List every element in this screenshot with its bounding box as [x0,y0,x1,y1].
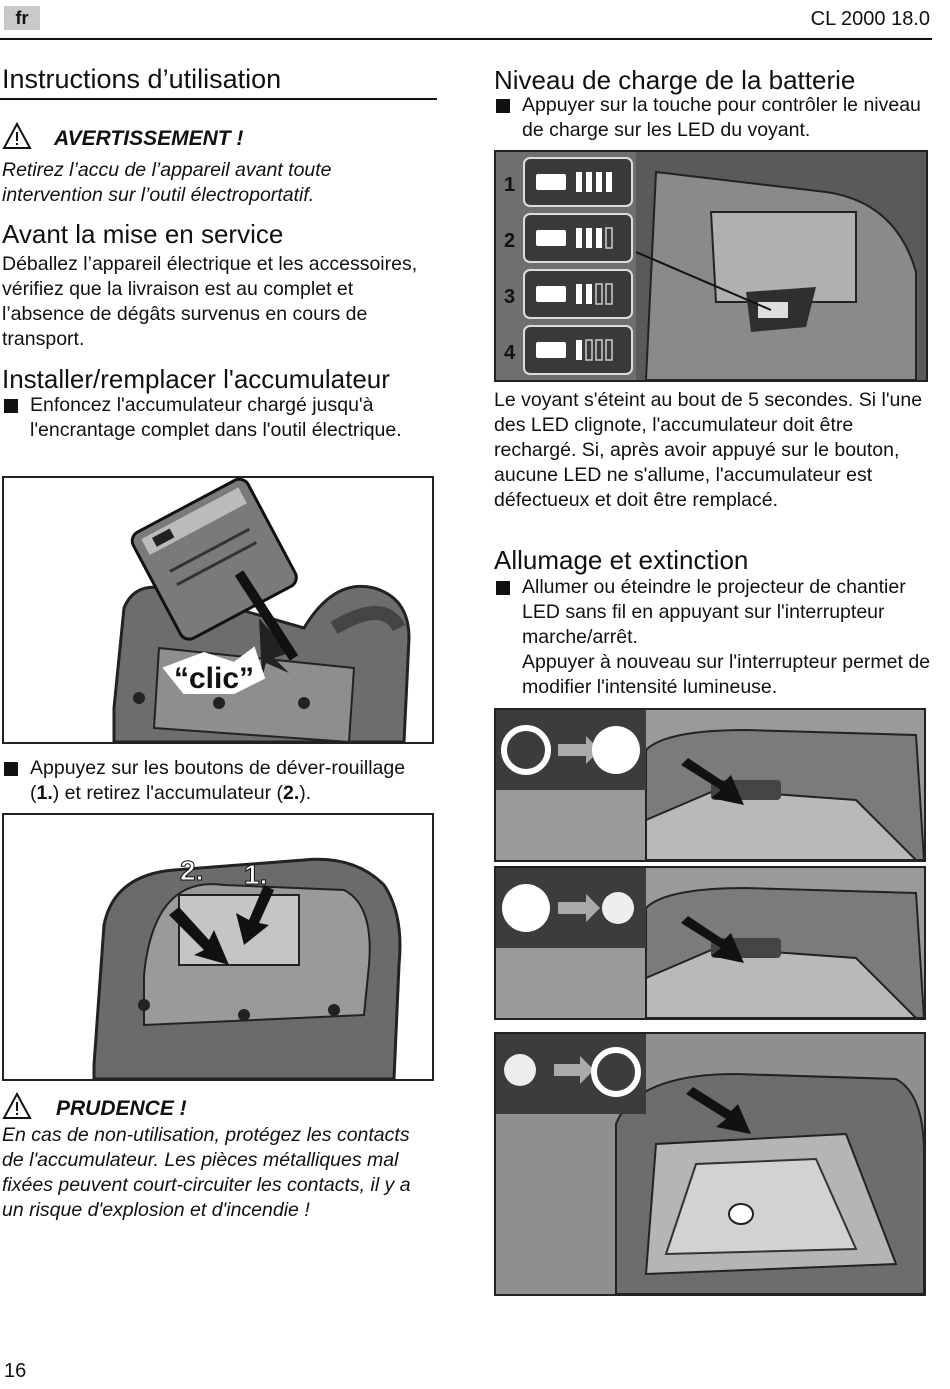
level-4-label: 4 [504,342,516,364]
document-id: CL 2000 18.0 [810,8,930,30]
warning-title: AVERTISSEMENT ! [54,127,244,150]
level-2-label: 2 [504,230,516,252]
page-number: 16 [4,1360,27,1382]
warning-icon [2,121,32,150]
installer-bullet-text: Enfoncez l'accumulateur chargé jusqu'à l… [30,394,402,441]
bullet-marker [496,99,510,113]
section-title-avant: Avant la mise en service [2,219,284,249]
section-title-allumage: Allumage et extinction [494,545,749,575]
step-1-label: 1. [243,859,268,891]
step-2-ref: 2. [282,782,300,804]
step-1-ref: 1. [36,782,53,804]
light-on-illustration [494,708,926,862]
allumage-bullet-text-2: Appuyer à nouveau sur l'interrupteur per… [522,651,931,698]
clic-label: “clic” [174,662,255,695]
section-title-niveau: Niveau de charge de la batterie [494,65,856,95]
bullet-marker [4,762,18,776]
remove-text-part: ) et retirez l'accumulateur ( [52,782,283,804]
page-title: Instructions d’utilisation [2,64,282,94]
remove-bullet-text: Appuyez sur les boutons de déver-rouilla… [30,756,435,806]
remove-text-part: Appuyez sur les boutons de déver-rouilla… [30,757,406,804]
title-rule [0,98,437,100]
bullet-marker [496,581,510,595]
insert-battery-illustration: “clic” [2,476,434,744]
warning-text: Retirez l’accu de l’appareil avant toute… [2,159,332,206]
step-2-label: 2. [179,855,204,887]
header-rule [0,38,932,40]
caution-icon [2,1091,32,1120]
allumage-bullet-text: Allumer ou éteindre le projecteur de cha… [522,576,906,648]
niveau-bullet-text: Appuyer sur la touche pour contrôler le … [522,94,921,141]
caution-title: PRUDENCE ! [56,1097,187,1120]
level-3-label: 3 [504,286,516,308]
remove-battery-illustration: 2. 1. [2,813,434,1081]
light-dim-illustration [494,866,926,1020]
bullet-marker [4,399,18,413]
section-title-installer: Installer/remplacer l'accumulateur [2,364,390,394]
charge-level-illustration: 1 2 3 4 [494,150,928,382]
caution-text: En cas de non-utilisation, protégez les … [2,1124,411,1221]
avant-text: Déballez l’appareil électrique et les ac… [2,253,418,350]
remove-text-part: ). [299,782,312,804]
level-1-label: 1 [504,174,516,196]
language-badge: fr [4,6,40,30]
niveau-text: Le voyant s'éteint au bout de 5 secondes… [494,389,923,511]
light-off-illustration [494,1032,926,1296]
